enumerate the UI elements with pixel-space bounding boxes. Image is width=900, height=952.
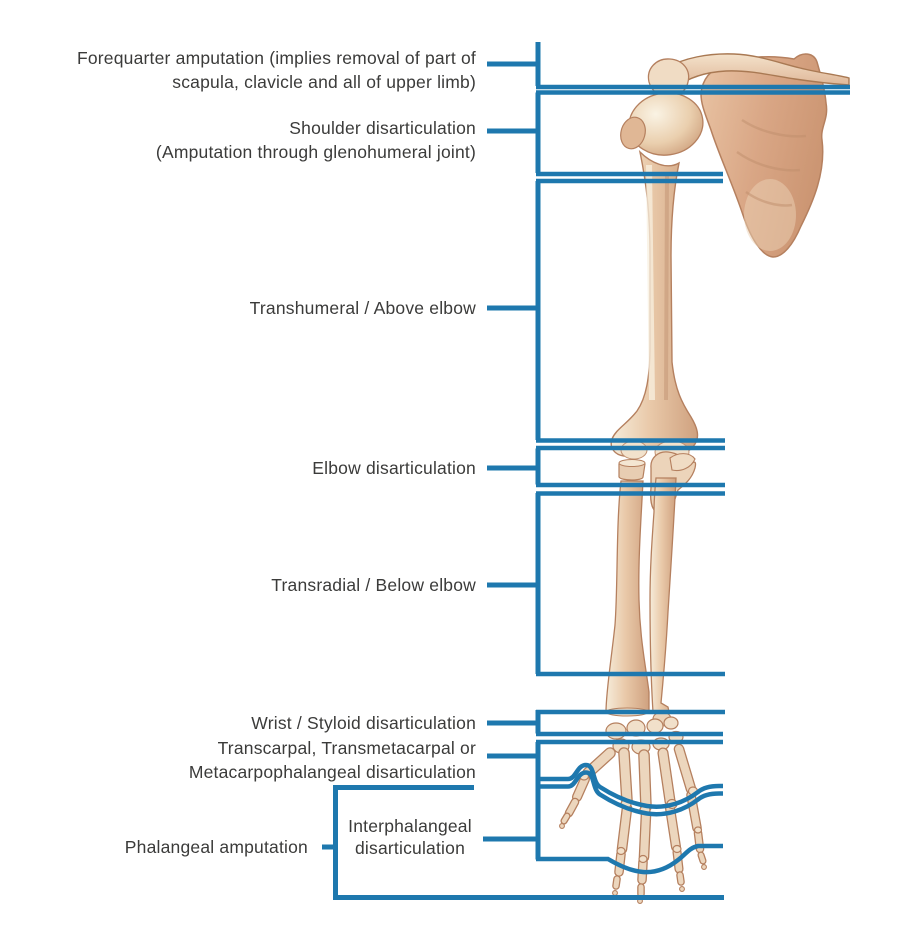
- coronoid: [669, 453, 696, 472]
- label-text: Forequarter amputation (implies removal …: [76, 48, 476, 68]
- cut-level-lines: [536, 84, 850, 745]
- label-text: Transradial / Below elbow: [271, 575, 476, 595]
- label-text: Phalangeal amputation: [124, 837, 308, 857]
- label-phalangeal-amputation: Phalangeal amputation: [125, 835, 308, 859]
- humerus-bone: [610, 92, 704, 464]
- label-text: Transhumeral / Above elbow: [249, 298, 476, 318]
- label-text: scapula, clavicle and all of upper limb): [172, 72, 476, 92]
- label-elbow-disarticulation: Elbow disarticulation: [312, 456, 476, 480]
- label-transradial: Transradial / Below elbow: [271, 573, 476, 597]
- amputation-level-lines: [322, 42, 850, 900]
- label-forequarter-amputation: Forequarter amputation (implies removal …: [77, 46, 476, 94]
- label-text: Wrist / Styloid disarticulation: [251, 713, 476, 733]
- label-transhumeral: Transhumeral / Above elbow: [250, 296, 476, 320]
- label-text: Elbow disarticulation: [312, 458, 476, 478]
- greater-tubercle: [620, 116, 646, 150]
- label-text: Metacarpophalangeal disarticulation: [188, 762, 476, 782]
- label-interphalangeal-disarticulation: Interphalangeal disarticulation: [340, 815, 480, 859]
- ulna-bone: [649, 477, 677, 727]
- scapula-bone: [700, 53, 828, 258]
- label-shoulder-disarticulation: Shoulder disarticulation (Amputation thr…: [156, 116, 476, 164]
- label-text: disarticulation: [355, 838, 465, 858]
- phalangeal-bracket: [333, 785, 724, 900]
- label-transcarpal: Transcarpal, Transmetacarpal or Metacarp…: [189, 736, 476, 784]
- label-wrist-disarticulation: Wrist / Styloid disarticulation: [251, 711, 476, 735]
- interphalangeal-cut-curve: [536, 843, 723, 875]
- label-text: (Amputation through glenohumeral joint): [155, 142, 476, 162]
- label-ticks: [483, 61, 538, 842]
- label-text: Transcarpal, Transmetacarpal or: [217, 738, 476, 758]
- label-text: Interphalangeal: [348, 816, 472, 836]
- metacarpal-cut-curve: [536, 762, 723, 817]
- label-text: Shoulder disarticulation: [289, 118, 476, 138]
- radius-bone: [605, 480, 650, 717]
